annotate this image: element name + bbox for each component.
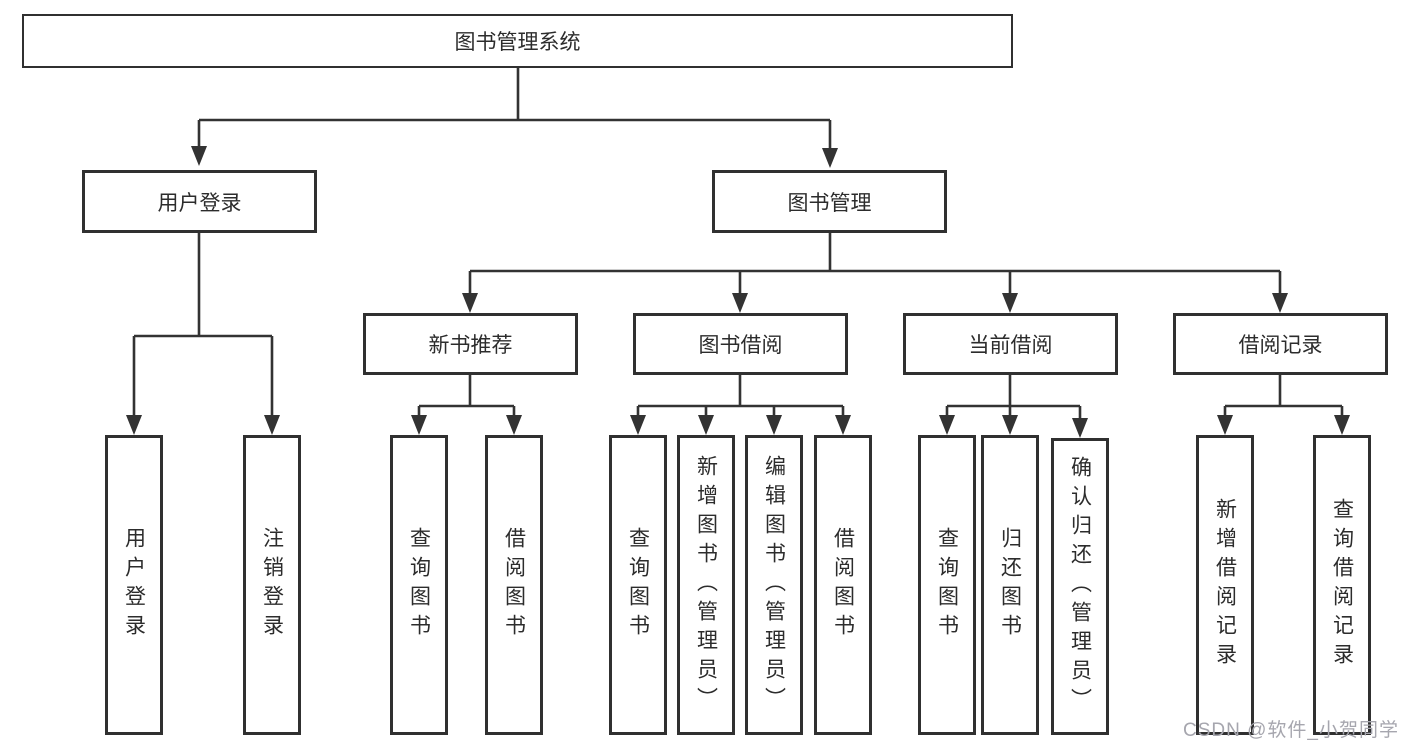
node-book-borrow: 图书借阅 (633, 313, 848, 375)
leaf-query-books-recommend-label: 查询图书 (407, 527, 431, 643)
leaf-add-borrow-record-label: 新增借阅记录 (1213, 498, 1237, 672)
leaf-edit-book-admin-label: 编辑图书（管理员） (762, 454, 786, 716)
leaf-user-login: 用户登录 (105, 435, 163, 735)
arrowheads (126, 146, 1350, 438)
leaf-query-books-current: 查询图书 (918, 435, 976, 735)
leaf-borrow-books-recommend: 借阅图书 (485, 435, 543, 735)
leaf-confirm-return-admin-label: 确认归还（管理员） (1068, 456, 1092, 717)
leaf-return-books: 归还图书 (981, 435, 1039, 735)
leaf-query-books-borrow-label: 查询图书 (626, 527, 650, 643)
leaf-borrow-books-label: 借阅图书 (831, 527, 855, 643)
node-book-management: 图书管理 (712, 170, 947, 233)
leaf-query-borrow-record: 查询借阅记录 (1313, 435, 1371, 735)
leaf-query-books-recommend: 查询图书 (390, 435, 448, 735)
node-current-borrow: 当前借阅 (903, 313, 1118, 375)
node-borrow-records: 借阅记录 (1173, 313, 1388, 375)
leaf-edit-book-admin: 编辑图书（管理员） (745, 435, 803, 735)
leaf-logout: 注销登录 (243, 435, 301, 735)
leaf-query-borrow-record-label: 查询借阅记录 (1330, 498, 1354, 672)
node-new-book-recommend: 新书推荐 (363, 313, 578, 375)
leaf-add-borrow-record: 新增借阅记录 (1196, 435, 1254, 735)
leaf-user-login-label: 用户登录 (122, 527, 146, 643)
leaf-query-books-current-label: 查询图书 (935, 527, 959, 643)
leaf-logout-label: 注销登录 (260, 527, 284, 643)
node-root: 图书管理系统 (22, 14, 1013, 68)
csdn-watermark: CSDN @软件_小贺同学 (1183, 720, 1399, 741)
leaf-add-book-admin-label: 新增图书（管理员） (694, 454, 718, 716)
leaf-return-books-label: 归还图书 (998, 527, 1022, 643)
leaf-borrow-books: 借阅图书 (814, 435, 872, 735)
node-user-login: 用户登录 (82, 170, 317, 233)
leaf-query-books-borrow: 查询图书 (609, 435, 667, 735)
leaf-confirm-return-admin: 确认归还（管理员） (1051, 438, 1109, 735)
leaf-borrow-books-recommend-label: 借阅图书 (502, 527, 526, 643)
leaf-add-book-admin: 新增图书（管理员） (677, 435, 735, 735)
